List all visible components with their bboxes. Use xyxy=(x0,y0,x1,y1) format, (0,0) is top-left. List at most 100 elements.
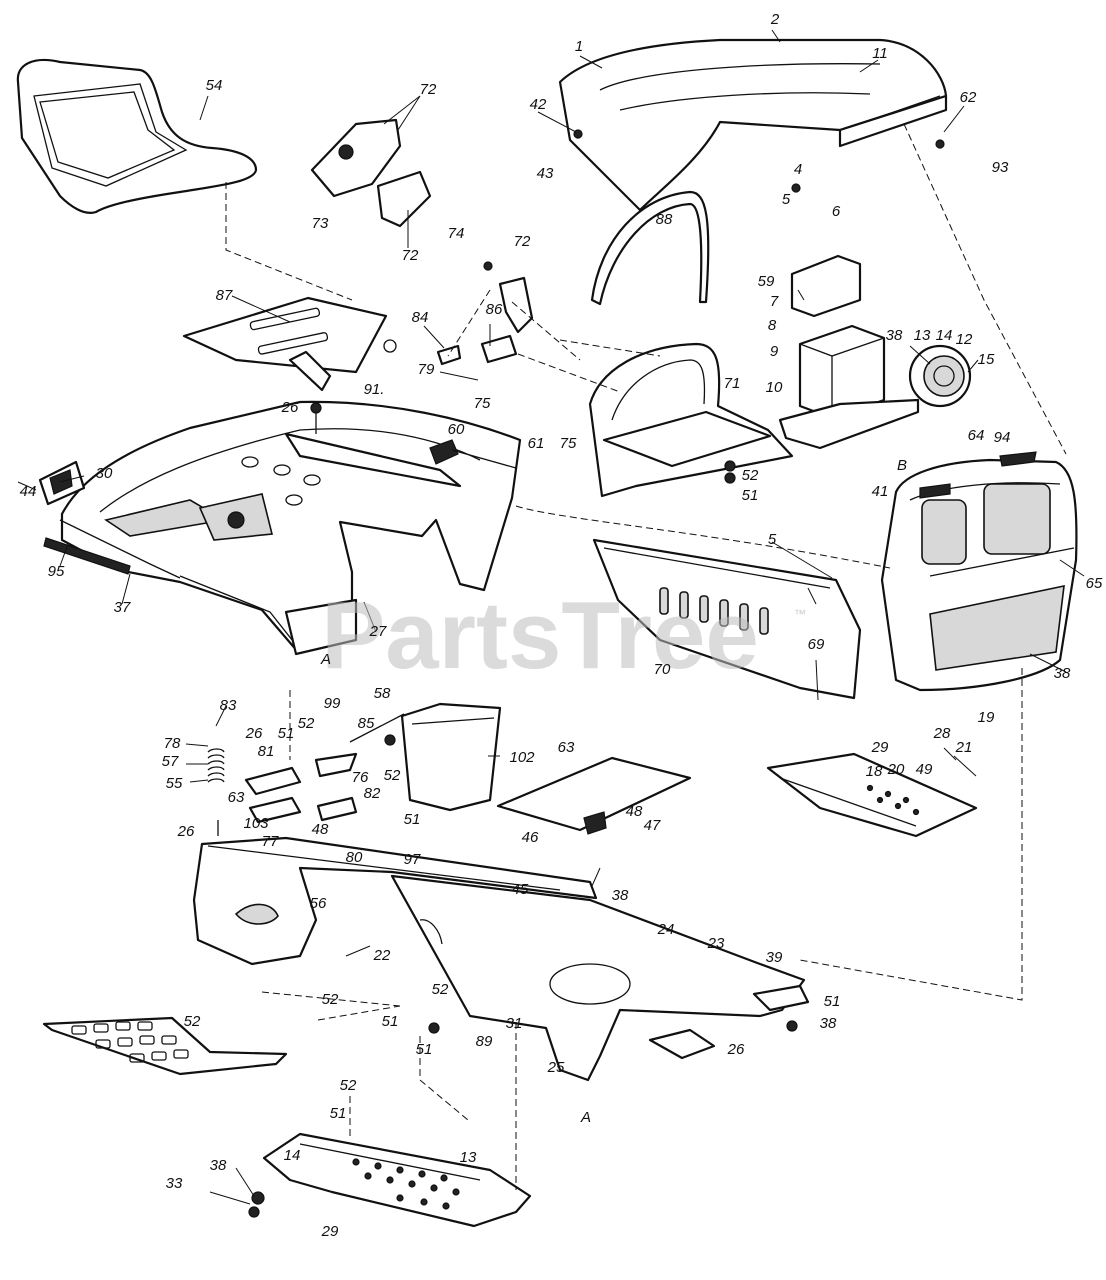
callout-label: 64 xyxy=(968,427,985,444)
callout-label: 52 xyxy=(184,1013,201,1030)
callout-label: 52 xyxy=(742,467,759,484)
callout-label: 29 xyxy=(321,1223,339,1240)
callout-label: 58 xyxy=(374,685,391,702)
callout-label: 4 xyxy=(794,161,802,178)
callout-label: 83 xyxy=(220,697,237,714)
fuel-tank xyxy=(400,702,502,812)
leader-lines xyxy=(17,29,1085,1205)
callout-label: 38 xyxy=(1054,665,1071,682)
grille xyxy=(880,451,1078,692)
callout-label: 48 xyxy=(626,803,643,820)
callout-label: 46 xyxy=(522,829,539,846)
callout-label: 51 xyxy=(382,1013,399,1030)
hood xyxy=(558,38,948,212)
callout-label: 29 xyxy=(871,739,889,756)
callout-label: A xyxy=(320,651,331,668)
callout-label: 12 xyxy=(956,331,973,348)
callout-label: 69 xyxy=(808,636,825,653)
callout-label: 74 xyxy=(448,225,465,242)
callout-label: 91. xyxy=(364,381,385,398)
callout-label: 6 xyxy=(832,203,841,220)
callout-label: 22 xyxy=(373,947,391,964)
callout-label: 2 xyxy=(770,11,780,28)
callout-label: 45 xyxy=(512,881,529,898)
callout-label: 28 xyxy=(933,725,951,742)
callout-label: 61 xyxy=(528,435,545,452)
hardware xyxy=(217,118,945,1218)
callout-label: 51 xyxy=(742,487,759,504)
callout-label: 21 xyxy=(955,739,973,756)
callout-label: 86 xyxy=(486,301,503,318)
callout-label: 52 xyxy=(298,715,315,732)
callout-label: 72 xyxy=(514,233,531,250)
callout-label: 63 xyxy=(228,789,245,806)
callout-label: 59 xyxy=(758,273,775,290)
callout-label: 9 xyxy=(770,343,779,360)
callout-label: 76 xyxy=(352,769,369,786)
callout-label: 41 xyxy=(872,483,889,500)
callout-label: 52 xyxy=(340,1077,357,1094)
callout-label: 15 xyxy=(978,351,995,368)
callout-label: 88 xyxy=(656,211,673,228)
callout-label: 55 xyxy=(166,775,183,792)
callout-label: 82 xyxy=(364,785,381,802)
callout-label: 81 xyxy=(258,743,275,760)
callout-label: 23 xyxy=(707,935,725,952)
callout-label: 94 xyxy=(994,429,1011,446)
callout-label: 65 xyxy=(1086,575,1103,592)
dash-panel xyxy=(588,342,794,498)
callout-label: 87 xyxy=(216,287,233,304)
callout-label: 84 xyxy=(412,309,429,326)
pedal-plate xyxy=(496,756,692,835)
callout-label: 13 xyxy=(460,1149,477,1166)
callout-label: 51 xyxy=(824,993,841,1010)
callout-label: 60 xyxy=(448,421,465,438)
callout-label: 14 xyxy=(284,1147,301,1164)
callout-label: 54 xyxy=(206,77,223,94)
callout-label: 26 xyxy=(727,1041,745,1058)
frame xyxy=(192,836,810,1082)
callout-label: 27 xyxy=(369,623,387,640)
callout-label: 56 xyxy=(310,895,327,912)
seat-adjuster xyxy=(207,748,358,824)
callout-label: 75 xyxy=(474,395,491,412)
callout-label: 30 xyxy=(96,465,113,482)
callout-label: 80 xyxy=(346,849,363,866)
callout-label: 51 xyxy=(404,811,421,828)
callout-label: 103 xyxy=(243,815,269,832)
battery xyxy=(778,254,920,450)
callout-label: 44 xyxy=(20,483,37,500)
callout-label: 49 xyxy=(916,761,933,778)
callout-label: 57 xyxy=(162,753,179,770)
callout-label: 5 xyxy=(768,531,777,548)
callout-label: 13 xyxy=(914,327,931,344)
callout-labels: 1 2 11 42 43 62 93 4 5 6 54 72 73 72 88 … xyxy=(20,11,1103,1240)
callout-label: 62 xyxy=(960,89,977,106)
callout-label: 38 xyxy=(886,327,903,344)
callout-label: 73 xyxy=(312,215,329,232)
callout-label: 37 xyxy=(114,599,131,616)
side-panel xyxy=(592,538,862,700)
callout-label: 77 xyxy=(262,833,279,850)
fender xyxy=(43,400,522,656)
watermark-trademark: ™ xyxy=(794,607,806,621)
callout-label: 26 xyxy=(177,823,195,840)
callout-label: 14 xyxy=(936,327,953,344)
callout-label: A xyxy=(580,1109,591,1126)
callout-label: 7 xyxy=(770,293,779,310)
callout-label: 10 xyxy=(766,379,783,396)
callout-label: 38 xyxy=(210,1157,227,1174)
callout-label: 75 xyxy=(560,435,577,452)
callout-label: 38 xyxy=(820,1015,837,1032)
headlight xyxy=(908,344,972,408)
callout-label: 42 xyxy=(530,96,547,113)
callout-label: 39 xyxy=(766,949,783,966)
callout-label: 26 xyxy=(281,399,299,416)
callout-label: 95 xyxy=(48,563,65,580)
callout-label: 51 xyxy=(278,725,295,742)
callout-label: 63 xyxy=(558,739,575,756)
callout-label: 20 xyxy=(887,761,905,778)
callout-label: 33 xyxy=(166,1175,183,1192)
callout-label: 79 xyxy=(418,361,435,378)
